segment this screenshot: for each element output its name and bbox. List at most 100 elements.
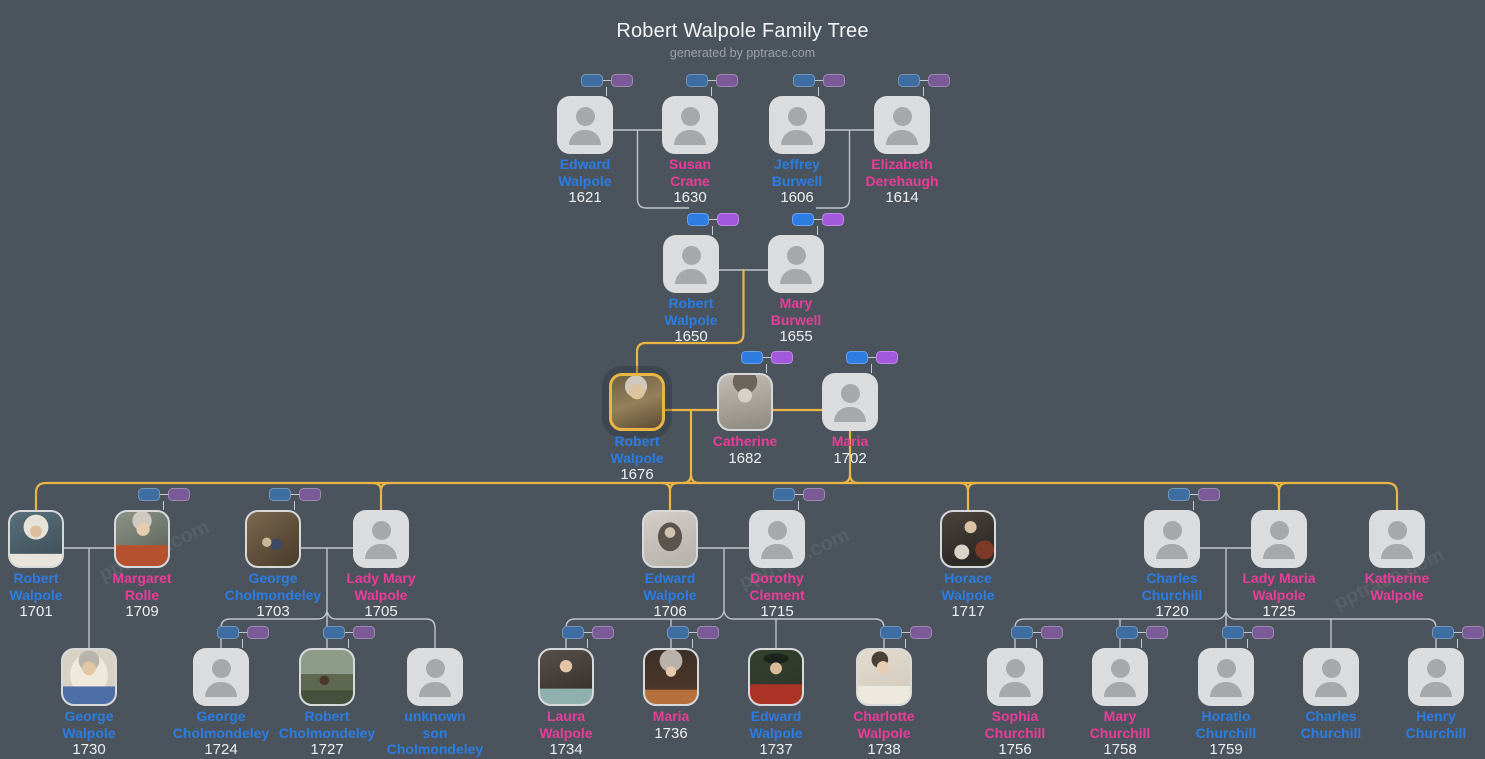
- mother-link-pill[interactable]: [803, 488, 825, 501]
- parent-link-pills[interactable]: [1222, 626, 1274, 648]
- parent-link-pills[interactable]: [773, 488, 825, 510]
- person-card-robert-walpole-1676[interactable]: [609, 373, 665, 431]
- person-card-charles-churchill-1720[interactable]: [1144, 510, 1200, 568]
- parent-link-pills[interactable]: [138, 488, 190, 510]
- parent-link-pills[interactable]: [898, 74, 950, 96]
- mother-link-pill[interactable]: [928, 74, 950, 87]
- father-link-pill[interactable]: [217, 626, 239, 639]
- person-card-george-walpole-1730[interactable]: [61, 648, 117, 706]
- person-card-dorothy-clement-1715[interactable]: [749, 510, 805, 568]
- father-link-pill[interactable]: [323, 626, 345, 639]
- parent-link-pills[interactable]: [323, 626, 375, 648]
- mother-link-pill[interactable]: [716, 74, 738, 87]
- parent-link-pills[interactable]: [217, 626, 269, 648]
- person-card-margaret-rolle-1709[interactable]: [114, 510, 170, 568]
- person-card-henry-churchill[interactable]: [1408, 648, 1464, 706]
- parent-link-pills[interactable]: [686, 74, 738, 96]
- father-link-pill[interactable]: [1116, 626, 1138, 639]
- mother-link-pill[interactable]: [717, 213, 739, 226]
- mother-link-pill[interactable]: [1146, 626, 1168, 639]
- parent-link-pills[interactable]: [667, 626, 719, 648]
- father-link-pill[interactable]: [846, 351, 868, 364]
- mother-link-pill[interactable]: [592, 626, 614, 639]
- mother-link-pill[interactable]: [876, 351, 898, 364]
- parent-link-pills[interactable]: [1011, 626, 1063, 648]
- person-card-robert-cholmondeley-1727[interactable]: [299, 648, 355, 706]
- person-card-maria-1736[interactable]: [643, 648, 699, 706]
- father-link-pill[interactable]: [880, 626, 902, 639]
- person-card-horatio-churchill-1759[interactable]: [1198, 648, 1254, 706]
- person-placeholder-icon: [1369, 510, 1425, 568]
- person-card-sophia-churchill-1756[interactable]: [987, 648, 1043, 706]
- person-card-elizabeth-derehaugh-1614[interactable]: [874, 96, 930, 154]
- mother-link-pill[interactable]: [299, 488, 321, 501]
- parent-link-pills[interactable]: [581, 74, 633, 96]
- mother-link-pill[interactable]: [168, 488, 190, 501]
- mother-link-pill[interactable]: [697, 626, 719, 639]
- mother-link-pill[interactable]: [771, 351, 793, 364]
- father-link-pill[interactable]: [793, 74, 815, 87]
- person-card-george-cholmondeley-1724[interactable]: [193, 648, 249, 706]
- father-link-pill[interactable]: [898, 74, 920, 87]
- father-link-pill[interactable]: [687, 213, 709, 226]
- person-card-charles-churchill[interactable]: [1303, 648, 1359, 706]
- person-card-george-cholmondeley-1703[interactable]: [245, 510, 301, 568]
- mother-link-pill[interactable]: [1252, 626, 1274, 639]
- mother-link-pill[interactable]: [247, 626, 269, 639]
- mother-link-pill[interactable]: [910, 626, 932, 639]
- parent-link-pills[interactable]: [741, 351, 793, 373]
- person-card-susan-crane-1630[interactable]: [662, 96, 718, 154]
- person-card-lady-mary-walpole-1705[interactable]: [353, 510, 409, 568]
- mother-link-pill[interactable]: [611, 74, 633, 87]
- mother-link-pill[interactable]: [1198, 488, 1220, 501]
- person-card-horace-walpole-1717[interactable]: [940, 510, 996, 568]
- father-link-pill[interactable]: [1432, 626, 1454, 639]
- person-card-robert-walpole-1650[interactable]: [663, 235, 719, 293]
- father-link-pill[interactable]: [581, 74, 603, 87]
- father-link-pill[interactable]: [741, 351, 763, 364]
- mother-link-pill[interactable]: [823, 74, 845, 87]
- father-link-pill[interactable]: [686, 74, 708, 87]
- parent-link-pills[interactable]: [792, 213, 844, 235]
- person-card-maria-1702[interactable]: [822, 373, 878, 431]
- father-link-pill[interactable]: [792, 213, 814, 226]
- parent-link-pills[interactable]: [687, 213, 739, 235]
- mother-link-pill[interactable]: [353, 626, 375, 639]
- parent-link-pills[interactable]: [793, 74, 845, 96]
- mother-link-pill[interactable]: [1462, 626, 1484, 639]
- father-link-pill[interactable]: [773, 488, 795, 501]
- parent-link-pills[interactable]: [880, 626, 932, 648]
- person-card-mary-churchill-1758[interactable]: [1092, 648, 1148, 706]
- person-card-jeffrey-burwell-1606[interactable]: [769, 96, 825, 154]
- parent-link-pills[interactable]: [1168, 488, 1220, 510]
- father-link-pill[interactable]: [562, 626, 584, 639]
- person-card-laura-walpole-1734[interactable]: [538, 648, 594, 706]
- person-placeholder-icon: [822, 373, 878, 431]
- parent-link-pills[interactable]: [562, 626, 614, 648]
- person-card-catherine-1682[interactable]: [717, 373, 773, 431]
- father-link-pill[interactable]: [1222, 626, 1244, 639]
- person-card-edward-walpole-1737[interactable]: [748, 648, 804, 706]
- father-link-pill[interactable]: [138, 488, 160, 501]
- person-card-edward-walpole-1621[interactable]: [557, 96, 613, 154]
- person-card-katherine-walpole[interactable]: [1369, 510, 1425, 568]
- person-card-edward-walpole-1706[interactable]: [642, 510, 698, 568]
- person-card-lady-maria-walpole-1725[interactable]: [1251, 510, 1307, 568]
- person-placeholder-icon: [1251, 510, 1307, 568]
- parent-link-pills[interactable]: [1432, 626, 1484, 648]
- father-link-pill[interactable]: [1011, 626, 1033, 639]
- mother-link-pill[interactable]: [1041, 626, 1063, 639]
- parent-link-pills[interactable]: [269, 488, 321, 510]
- mother-link-pill[interactable]: [822, 213, 844, 226]
- father-link-pill[interactable]: [667, 626, 689, 639]
- father-link-pill[interactable]: [1168, 488, 1190, 501]
- parent-link-pills[interactable]: [1116, 626, 1168, 648]
- person-card-mary-burwell-1655[interactable]: [768, 235, 824, 293]
- person-card-unknown-son-cholmondeley[interactable]: [407, 648, 463, 706]
- person-name-line: Cholmondeley: [224, 586, 322, 603]
- father-link-pill[interactable]: [269, 488, 291, 501]
- person-card-charlotte-walpole-1738[interactable]: [856, 648, 912, 706]
- parent-link-pills[interactable]: [846, 351, 898, 373]
- person-card-robert-walpole-1701[interactable]: [8, 510, 64, 568]
- person-name-line: George: [64, 708, 114, 724]
